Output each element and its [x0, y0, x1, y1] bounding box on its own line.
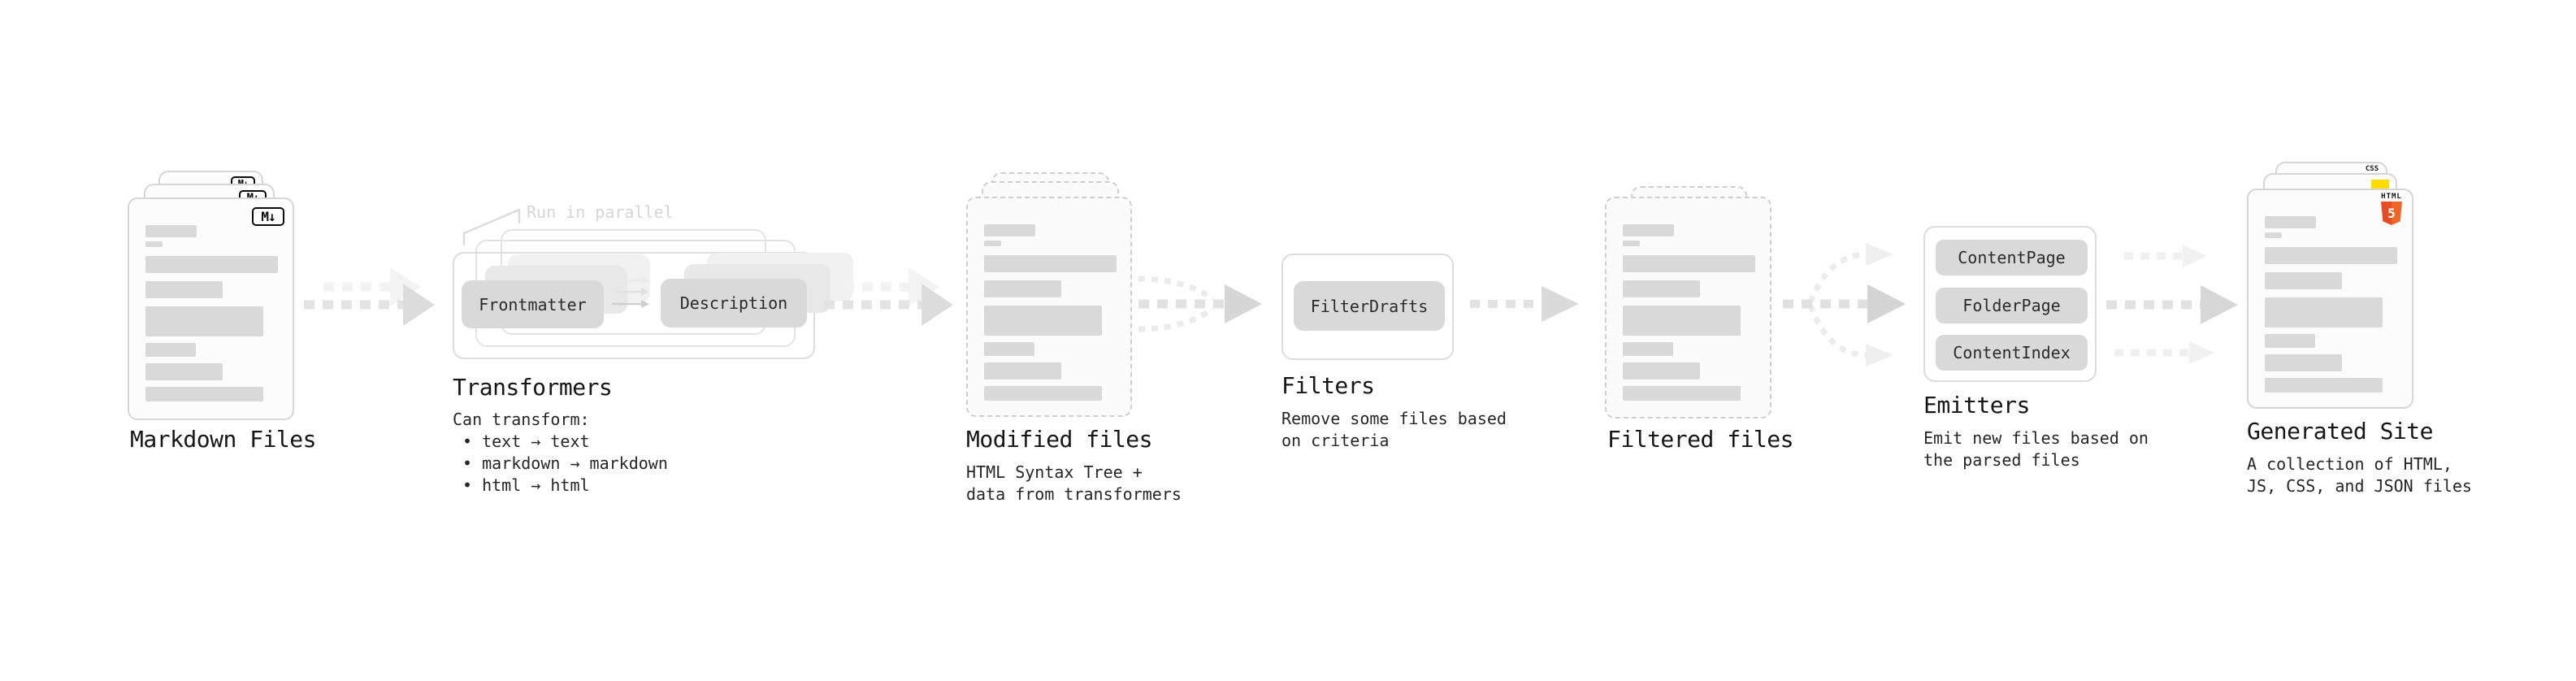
modified-files-label: Modified files	[966, 426, 1153, 453]
arrow-filtered-to-emitters	[1783, 243, 1906, 367]
transformers-desc-title: Can transform:	[453, 410, 590, 429]
skeleton-bar	[2265, 216, 2316, 228]
filtered-file-card-front	[1605, 197, 1772, 419]
transformers-bullet: • text → text	[462, 432, 590, 451]
contentindex-pill: ContentIndex	[1936, 335, 2088, 371]
skeleton-bar	[984, 241, 1001, 246]
skeleton-bar	[145, 225, 197, 237]
html5-icon-label: HTML	[2381, 193, 2402, 201]
skeleton-bar	[1623, 306, 1741, 336]
description-pill: Description	[661, 279, 807, 327]
transformers-bullet: • markdown → markdown	[462, 453, 668, 473]
stage-markdown-files: M↓ M↓ M↓	[128, 171, 294, 420]
generated-site-label: Generated Site	[2247, 418, 2434, 445]
filtered-files-label: Filtered files	[1607, 426, 1794, 453]
arrow-filters-to-filtered	[1470, 286, 1579, 322]
transformers-label: Transformers	[453, 374, 613, 401]
arrow-emitters-to-generated	[2106, 245, 2238, 364]
skeleton-bar	[1623, 362, 1700, 380]
arrow-transformers-to-modified	[824, 267, 953, 326]
contentpage-pill: ContentPage	[1936, 240, 2088, 275]
markdown-file-card-front: M↓	[128, 197, 294, 420]
skeleton-bar	[984, 255, 1117, 272]
skeleton-bar	[1623, 342, 1673, 356]
emitters-desc: Emit new files based on the parsed files	[1923, 428, 2149, 470]
generated-file-card-front: HTML 5	[2247, 189, 2413, 409]
transformers-bullet: • html → html	[462, 475, 590, 495]
skeleton-bar	[145, 363, 223, 380]
css-icon-label: CSS	[2365, 165, 2379, 173]
skeleton-bar	[145, 241, 163, 247]
skeleton-bar	[145, 281, 223, 298]
skeleton-bar	[1623, 224, 1674, 236]
filterdrafts-pill: FilterDrafts	[1294, 281, 1445, 331]
run-in-parallel-callout: Run in parallel	[527, 202, 674, 222]
html5-icon: HTML 5	[2381, 193, 2402, 225]
stage-filters-panel: FilterDrafts	[1281, 254, 1454, 360]
skeleton-bar	[145, 387, 263, 401]
skeleton-bar	[145, 343, 196, 357]
stage-modified-files	[966, 172, 1133, 417]
frontmatter-pill: Frontmatter	[462, 280, 604, 328]
skeleton-bar	[1623, 386, 1741, 401]
modified-files-desc: HTML Syntax Tree + data from transformer…	[966, 462, 1182, 504]
html5-shield: 5	[2381, 202, 2402, 225]
skeleton-bar	[2265, 334, 2315, 348]
skeleton-bar	[2265, 354, 2342, 371]
skeleton-bar	[2265, 297, 2383, 327]
markdown-icon: M↓	[252, 207, 284, 226]
filters-label: Filters	[1281, 372, 1375, 399]
skeleton-bar	[1623, 255, 1755, 272]
skeleton-bar	[2265, 378, 2383, 393]
skeleton-bar	[2265, 247, 2397, 264]
skeleton-bar	[2265, 232, 2282, 238]
skeleton-bar	[984, 306, 1102, 336]
skeleton-bar	[1623, 280, 1700, 297]
folderpage-pill: FolderPage	[1936, 288, 2088, 323]
stage-filtered-files	[1605, 186, 1772, 419]
generated-site-desc: A collection of HTML, JS, CSS, and JSON …	[2247, 454, 2472, 496]
pill-flow-arrows	[612, 276, 649, 308]
skeleton-bar	[1623, 241, 1640, 246]
emitters-label: Emitters	[1923, 392, 2030, 419]
arrow-markdown-to-transformers	[304, 267, 435, 326]
filters-desc: Remove some files based on criteria	[1281, 409, 1507, 450]
run-in-parallel-leader-line	[462, 208, 521, 245]
stage-generated-site: CSS HTML 5	[2247, 162, 2413, 409]
arrow-modified-to-filters	[1138, 275, 1262, 332]
skeleton-bar	[145, 306, 263, 336]
skeleton-bar	[2265, 272, 2342, 289]
skeleton-bar	[984, 362, 1061, 380]
stage-transformers: Run in parallel Frontmatter Description	[453, 199, 853, 370]
skeleton-bar	[984, 386, 1102, 401]
skeleton-bar	[984, 224, 1035, 236]
stage-emitters-panel: ContentPage FolderPage ContentIndex	[1923, 226, 2097, 382]
modified-file-card-front	[966, 197, 1132, 417]
skeleton-bar	[984, 280, 1061, 297]
markdown-files-label: Markdown Files	[130, 426, 317, 453]
js-icon	[2371, 180, 2389, 191]
transformers-bullet-list: • text → text • markdown → markdown • ht…	[453, 431, 668, 497]
skeleton-bar	[984, 342, 1034, 356]
skeleton-bar	[145, 256, 278, 273]
